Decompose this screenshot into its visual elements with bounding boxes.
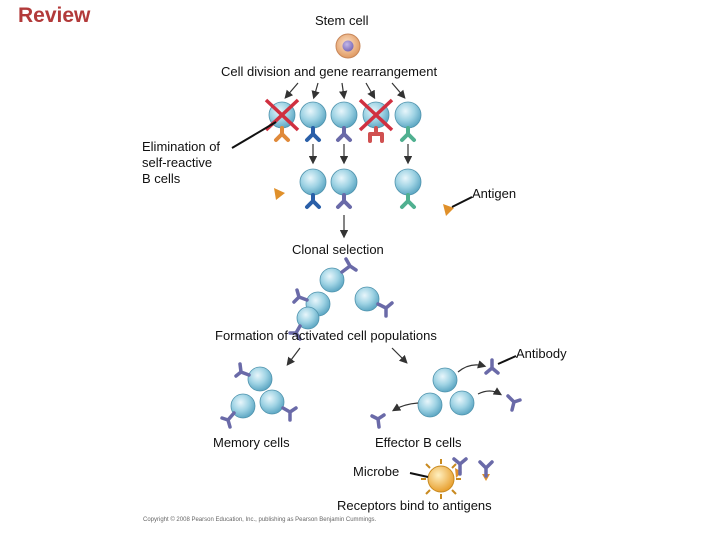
b-cell-5 [394, 101, 422, 142]
division-arrows [284, 82, 406, 100]
label-antigen: Antigen [472, 186, 517, 201]
clonal-cell-bottom [288, 306, 320, 341]
microbe [421, 459, 461, 499]
b-cell-blue [299, 168, 327, 209]
memory-cell-2 [220, 393, 256, 429]
b-cell-row-1 [264, 98, 422, 143]
antibody-pointer [497, 355, 517, 365]
label-stem-cell: Stem cell [315, 13, 369, 28]
memory-cell-3 [259, 389, 298, 422]
b-cell-2 [299, 101, 327, 142]
effector-cell-3 [449, 390, 475, 416]
label-elimination-3: B cells [142, 171, 181, 186]
formation-arrows [286, 347, 408, 366]
clonal-cells [288, 257, 394, 341]
page-title: Review [18, 4, 91, 27]
stem-cell [335, 33, 361, 59]
elimination-pointer [231, 121, 277, 149]
clonal-cell-top [319, 257, 358, 293]
antigen-triangles [274, 188, 454, 216]
row2-arrows [308, 144, 413, 165]
memory-cell-1 [234, 362, 273, 392]
effector-cells [417, 367, 475, 418]
b-cell-purple [330, 168, 358, 209]
label-formation: Formation of activated cell populations [215, 328, 437, 343]
effector-cell-2 [417, 392, 443, 418]
label-receptors-bind: Receptors bind to antigens [337, 498, 492, 513]
label-memory-cells: Memory cells [213, 435, 290, 450]
free-antibodies [370, 358, 522, 429]
b-cell-eliminated-2 [358, 98, 394, 143]
label-clonal-selection: Clonal selection [292, 242, 384, 257]
label-effector-cells: Effector B cells [375, 435, 462, 450]
secretion-arrows [391, 360, 503, 412]
label-antibody: Antibody [516, 346, 567, 361]
b-cell-green [394, 168, 422, 209]
label-elimination-1: Elimination of [142, 139, 221, 154]
copyright-notice: Copyright © 2008 Pearson Education, Inc.… [143, 517, 377, 523]
bound-antibodies [452, 457, 494, 481]
b-cell-eliminated-1 [264, 98, 300, 142]
b-cell-3 [330, 101, 358, 142]
clonal-cell-right [354, 286, 394, 318]
b-cell-row-2 [299, 168, 422, 209]
memory-cells [220, 362, 298, 429]
microbe-pointer [409, 472, 429, 478]
label-elimination-2: self-reactive [142, 155, 213, 170]
effector-cell-1 [432, 367, 458, 393]
label-cell-division: Cell division and gene rearrangement [221, 64, 438, 79]
label-microbe: Microbe [353, 464, 400, 479]
antigen-pointer [451, 196, 473, 208]
